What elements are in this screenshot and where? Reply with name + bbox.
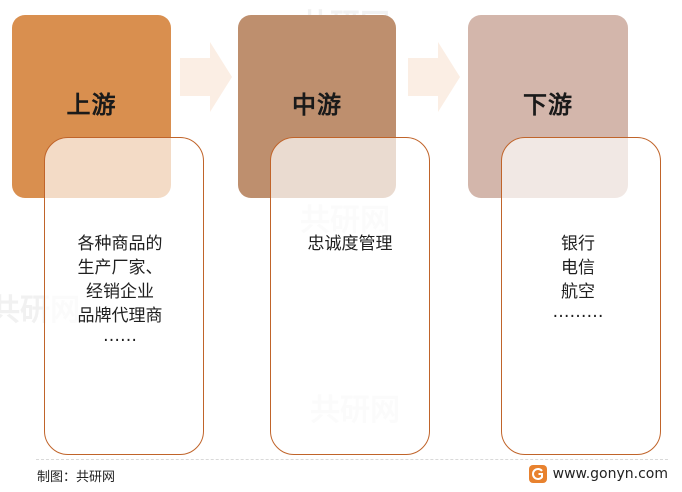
gonyn-logo-icon (528, 465, 547, 483)
detail-item: ……… (552, 302, 604, 322)
detail-item: 品牌代理商 (77, 306, 163, 326)
footer-site: www.gonyn.com (528, 465, 668, 483)
detail-item: 银行 (561, 234, 595, 254)
footer-divider (36, 459, 668, 460)
site-url[interactable]: www.gonyn.com (552, 466, 668, 482)
detail-list: 银行 电信 航空 ……… (496, 232, 660, 322)
detail-item: 电信 (561, 258, 595, 278)
flow-arrow-icon (180, 42, 232, 112)
detail-list: 各种商品的 生产厂家、 经销企业 品牌代理商 …… (37, 232, 203, 346)
detail-item: 各种商品的 (77, 234, 163, 254)
detail-item: 航空 (561, 282, 595, 302)
stage-title: 中游 (292, 91, 342, 119)
stage-title: 下游 (523, 91, 573, 119)
upstream-detail-box: 各种商品的 生产厂家、 经销企业 品牌代理商 …… (44, 137, 204, 455)
downstream-detail-box: 银行 电信 航空 ……… (501, 137, 661, 455)
midstream-detail-box: 忠诚度管理 (270, 137, 430, 455)
footer-credit: 制图：共研网 (37, 470, 116, 485)
detail-list: 忠诚度管理 (271, 232, 429, 256)
detail-item: 经销企业 (86, 282, 154, 302)
detail-item: 生产厂家、 (77, 258, 163, 278)
flow-arrow-icon (408, 42, 460, 112)
detail-item: …… (103, 326, 137, 346)
detail-item: 忠诚度管理 (307, 234, 393, 254)
stage-title: 上游 (66, 91, 117, 119)
